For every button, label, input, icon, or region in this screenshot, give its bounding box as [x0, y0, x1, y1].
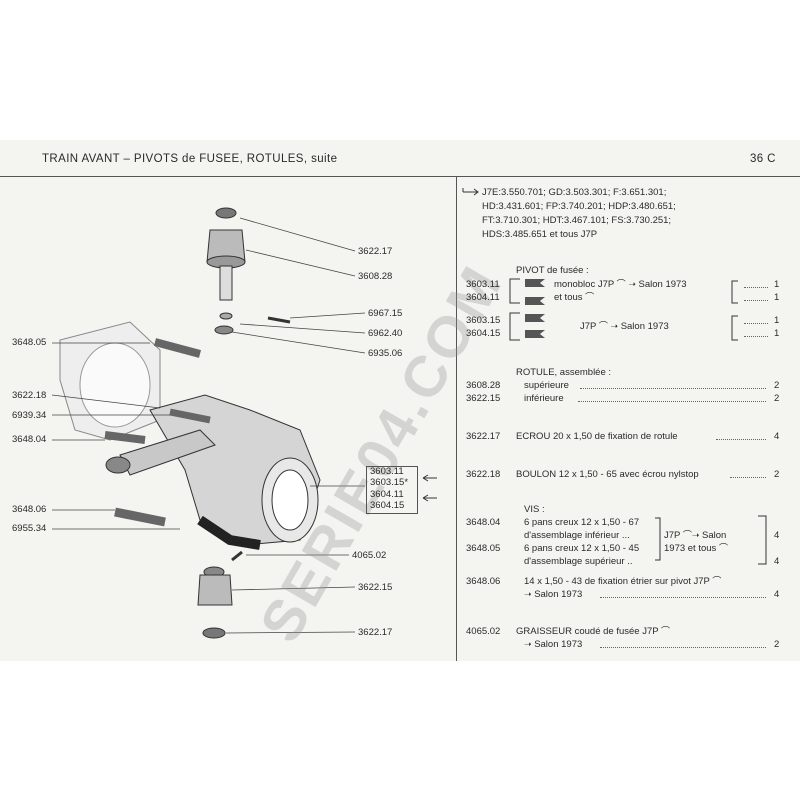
graisseur-desc: GRAISSEUR coudé de fusée J7P ⌒ [516, 626, 671, 637]
serial-line-4: HDS:3.485.651 et tous J7P [482, 229, 598, 240]
serial-line-1: J7E:3.550.701; GD:3.503.301; F:3.651.301… [482, 187, 667, 198]
pivot-qty-4: 1 [774, 328, 780, 339]
graisseur-qty: 2 [774, 639, 780, 650]
arc-icon: ⌒ [712, 576, 722, 586]
vis-j7p-salon: J7P ⌒➝ Salon [664, 530, 727, 541]
callout-3622-18: 3622.18 [12, 390, 47, 401]
vis-desc-1a: 6 pans creux 12 x 1,50 - 67 [524, 517, 640, 528]
arc-icon: ⌒ [682, 530, 692, 540]
rotule-desc-2: inférieure [524, 393, 564, 404]
rotule-ref-2: 3622.15 [466, 393, 501, 404]
boulon-qty: 2 [774, 469, 780, 480]
box-ref-3603-15: 3603.15* [370, 477, 409, 488]
vis-desc-3a: 14 x 1,50 - 43 de fixation étrier sur pi… [524, 576, 722, 587]
arrow-right-icon: ➝ [524, 639, 532, 649]
column-divider [456, 176, 457, 661]
vis-ref-1: 3648.04 [466, 517, 501, 528]
vis-1973-et-tous: 1973 et tous ⌒ [664, 543, 728, 554]
boulon-desc: BOULON 12 x 1,50 - 65 avec écrou nylstop [516, 469, 699, 480]
callout-3648-06: 3648.06 [12, 504, 47, 515]
callout-3622-15: 3622.15 [358, 582, 393, 593]
pivot-et-tous: et tous ⌒ [554, 292, 595, 303]
vis-ref-3: 3648.06 [466, 576, 501, 587]
pivot-ref-1: 3603.11 [466, 279, 500, 290]
box-ref-3604-15: 3604.15 [370, 500, 405, 511]
vis-desc-1b: d'assemblage inférieur ... [524, 530, 630, 541]
arc-icon: ⌒ [718, 543, 728, 553]
arrow-right-icon: ➝ [628, 279, 636, 289]
vis-desc-2b: d'assemblage supérieur .. [524, 556, 633, 567]
pivot-ref-box [366, 466, 418, 514]
pivot-ref-3: 3603.15 [466, 315, 501, 326]
graisseur-desc-2: ➝ Salon 1973 [524, 639, 583, 650]
pivot-qty-2: 1 [774, 292, 780, 303]
header-rule [0, 176, 800, 177]
callout-4065-02: 4065.02 [352, 550, 387, 561]
top-nut [215, 207, 237, 219]
callout-6967-15: 6967.15 [368, 308, 403, 319]
arc-icon: ⌒ [598, 321, 608, 331]
rotule-desc-1: supérieure [524, 380, 569, 391]
pivot-ref-2: 3604.11 [466, 292, 500, 303]
callout-6955-34: 6955.34 [12, 523, 47, 534]
vis-desc-3b: ➝ Salon 1973 [524, 589, 583, 600]
arrow-right-icon: ➝ [691, 530, 700, 540]
callout-6939-34: 6939.34 [12, 410, 47, 421]
vis-qty-2: 4 [774, 556, 780, 567]
pivot-j7p-salon: J7P ⌒ ➝ Salon 1973 [580, 321, 669, 332]
rotule-qty-2: 2 [774, 393, 780, 404]
arrow-right-icon: ➝ [610, 321, 619, 331]
pivot-monobloc: monobloc J7P ⌒ ➝ Salon 1973 [554, 279, 687, 290]
ecrou-ref: 3622.17 [466, 431, 501, 442]
vis-qty-1: 4 [774, 530, 780, 541]
graisseur-ref: 4065.02 [466, 626, 501, 637]
arrow-right-icon: ➝ [524, 589, 532, 599]
callout-6962-40: 6962.40 [368, 328, 403, 339]
lower-ball-joint [197, 574, 233, 606]
arc-icon: ⌒ [661, 626, 671, 636]
rotule-ref-1: 3608.28 [466, 380, 501, 391]
vis-qty-3: 4 [774, 589, 780, 600]
pivot-heading: PIVOT de fusée : [516, 265, 589, 276]
page-title: TRAIN AVANT – PIVOTS de FUSEE, ROTULES, … [42, 153, 338, 165]
box-ref-3604-11: 3604.11 [370, 489, 404, 500]
arc-icon: ⌒ [616, 279, 626, 289]
vis-ref-2: 3648.05 [466, 543, 501, 554]
serial-line-2: HD:3.431.601; FP:3.740.201; HDP:3.480.65… [482, 201, 676, 212]
boulon-ref: 3622.18 [466, 469, 501, 480]
rotule-heading: ROTULE, assemblée : [516, 367, 612, 378]
page-number: 36 C [750, 153, 776, 165]
pivot-qty-3: 1 [774, 315, 780, 326]
serial-line-3: FT:3.710.301; HDT:3.467.101; FS:3.730.25… [482, 215, 672, 226]
callout-6935-06: 6935.06 [368, 348, 403, 359]
callout-3648-04: 3648.04 [12, 434, 47, 445]
ecrou-qty: 4 [774, 431, 780, 442]
callout-3648-05: 3648.05 [12, 337, 47, 348]
vis-desc-2a: 6 pans creux 12 x 1,50 - 45 [524, 543, 640, 554]
arc-icon: ⌒ [585, 292, 595, 302]
callout-3622-17-top: 3622.17 [358, 246, 393, 257]
callout-3622-17-bottom: 3622.17 [358, 627, 393, 638]
intro-arrow [463, 188, 479, 196]
ecrou-desc: ECROU 20 x 1,50 de fixation de rotule [516, 431, 678, 442]
callout-3608-28: 3608.28 [358, 271, 393, 282]
pivot-ref-4: 3604.15 [466, 328, 501, 339]
rotule-qty-1: 2 [774, 380, 780, 391]
pivot-qty-1: 1 [774, 279, 780, 290]
vis-heading: VIS : [524, 504, 545, 515]
box-ref-3603-11: 3603.11 [370, 466, 404, 477]
